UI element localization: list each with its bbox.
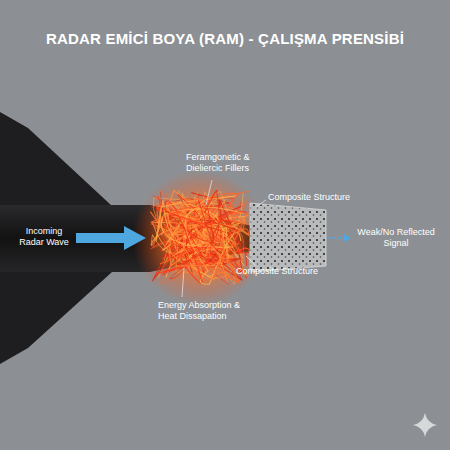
leader-line [182, 268, 184, 297]
incoming-arrow-shaft [76, 233, 126, 243]
fiber [156, 200, 226, 246]
composite-block [250, 203, 326, 272]
process-label: Energy Absorption & Heat Dissapation [158, 300, 248, 322]
leader-line [206, 180, 212, 205]
signal-label: Weak/No Reflected Signal [354, 227, 438, 249]
bottom-fin [0, 272, 112, 364]
sparkle-watermark [413, 413, 437, 437]
wave-label: Incoming Radar Wave [14, 226, 74, 248]
fiber [175, 233, 228, 282]
title: RADAR EMİCİ BOYA (RAM) - ÇALIŞMA PRENSİB… [8, 30, 442, 47]
heat-glow [132, 170, 268, 306]
fiber [188, 216, 240, 283]
part-label: Composite Structure [236, 266, 326, 277]
filler-label: Feramgonetic & Dieliercic Fillers [186, 152, 262, 174]
fiber [163, 190, 219, 243]
fiber-tangle [150, 190, 250, 285]
leader-line [256, 200, 266, 207]
incoming-arrowhead [124, 226, 146, 250]
leader-line [246, 256, 256, 266]
part-label: Composite Structure [268, 192, 358, 203]
top-fin [0, 112, 112, 206]
reflected-arrow [328, 237, 346, 239]
reflected-arrowhead [344, 234, 351, 242]
